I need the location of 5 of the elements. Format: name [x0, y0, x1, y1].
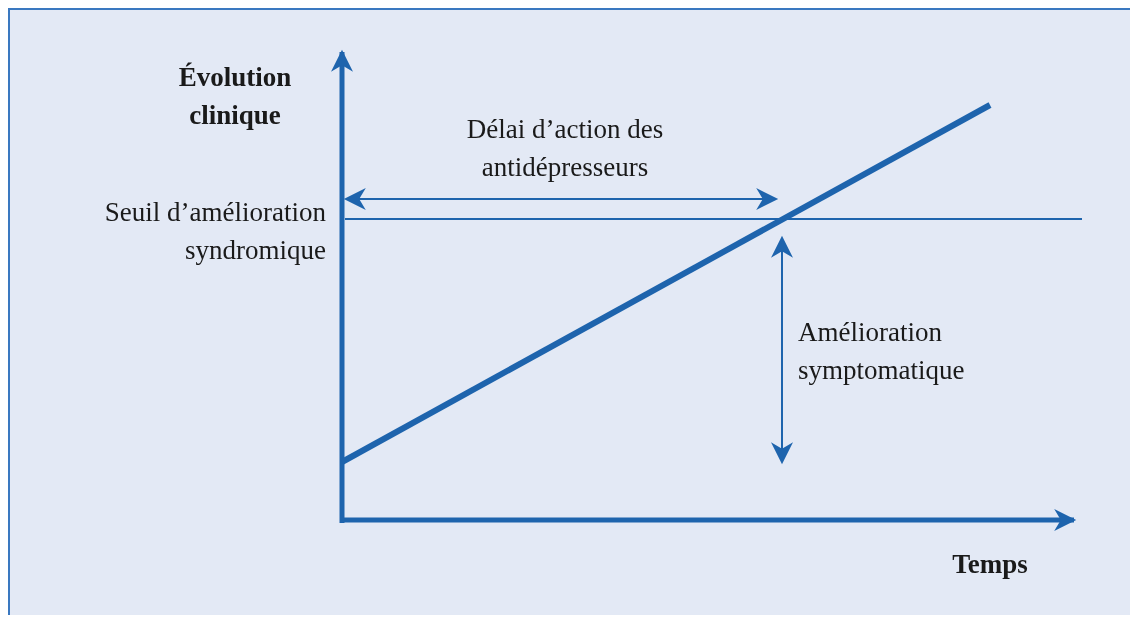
dimension-label: Amélioration symptomatique	[798, 316, 966, 387]
axis-title: Évolution clinique	[177, 61, 293, 132]
threshold-label: Seuil d’amélioration syndromique	[103, 196, 326, 267]
axis-title: Temps	[951, 548, 1029, 581]
dimension-label: Délai d’action des antidépresseurs	[465, 113, 665, 184]
